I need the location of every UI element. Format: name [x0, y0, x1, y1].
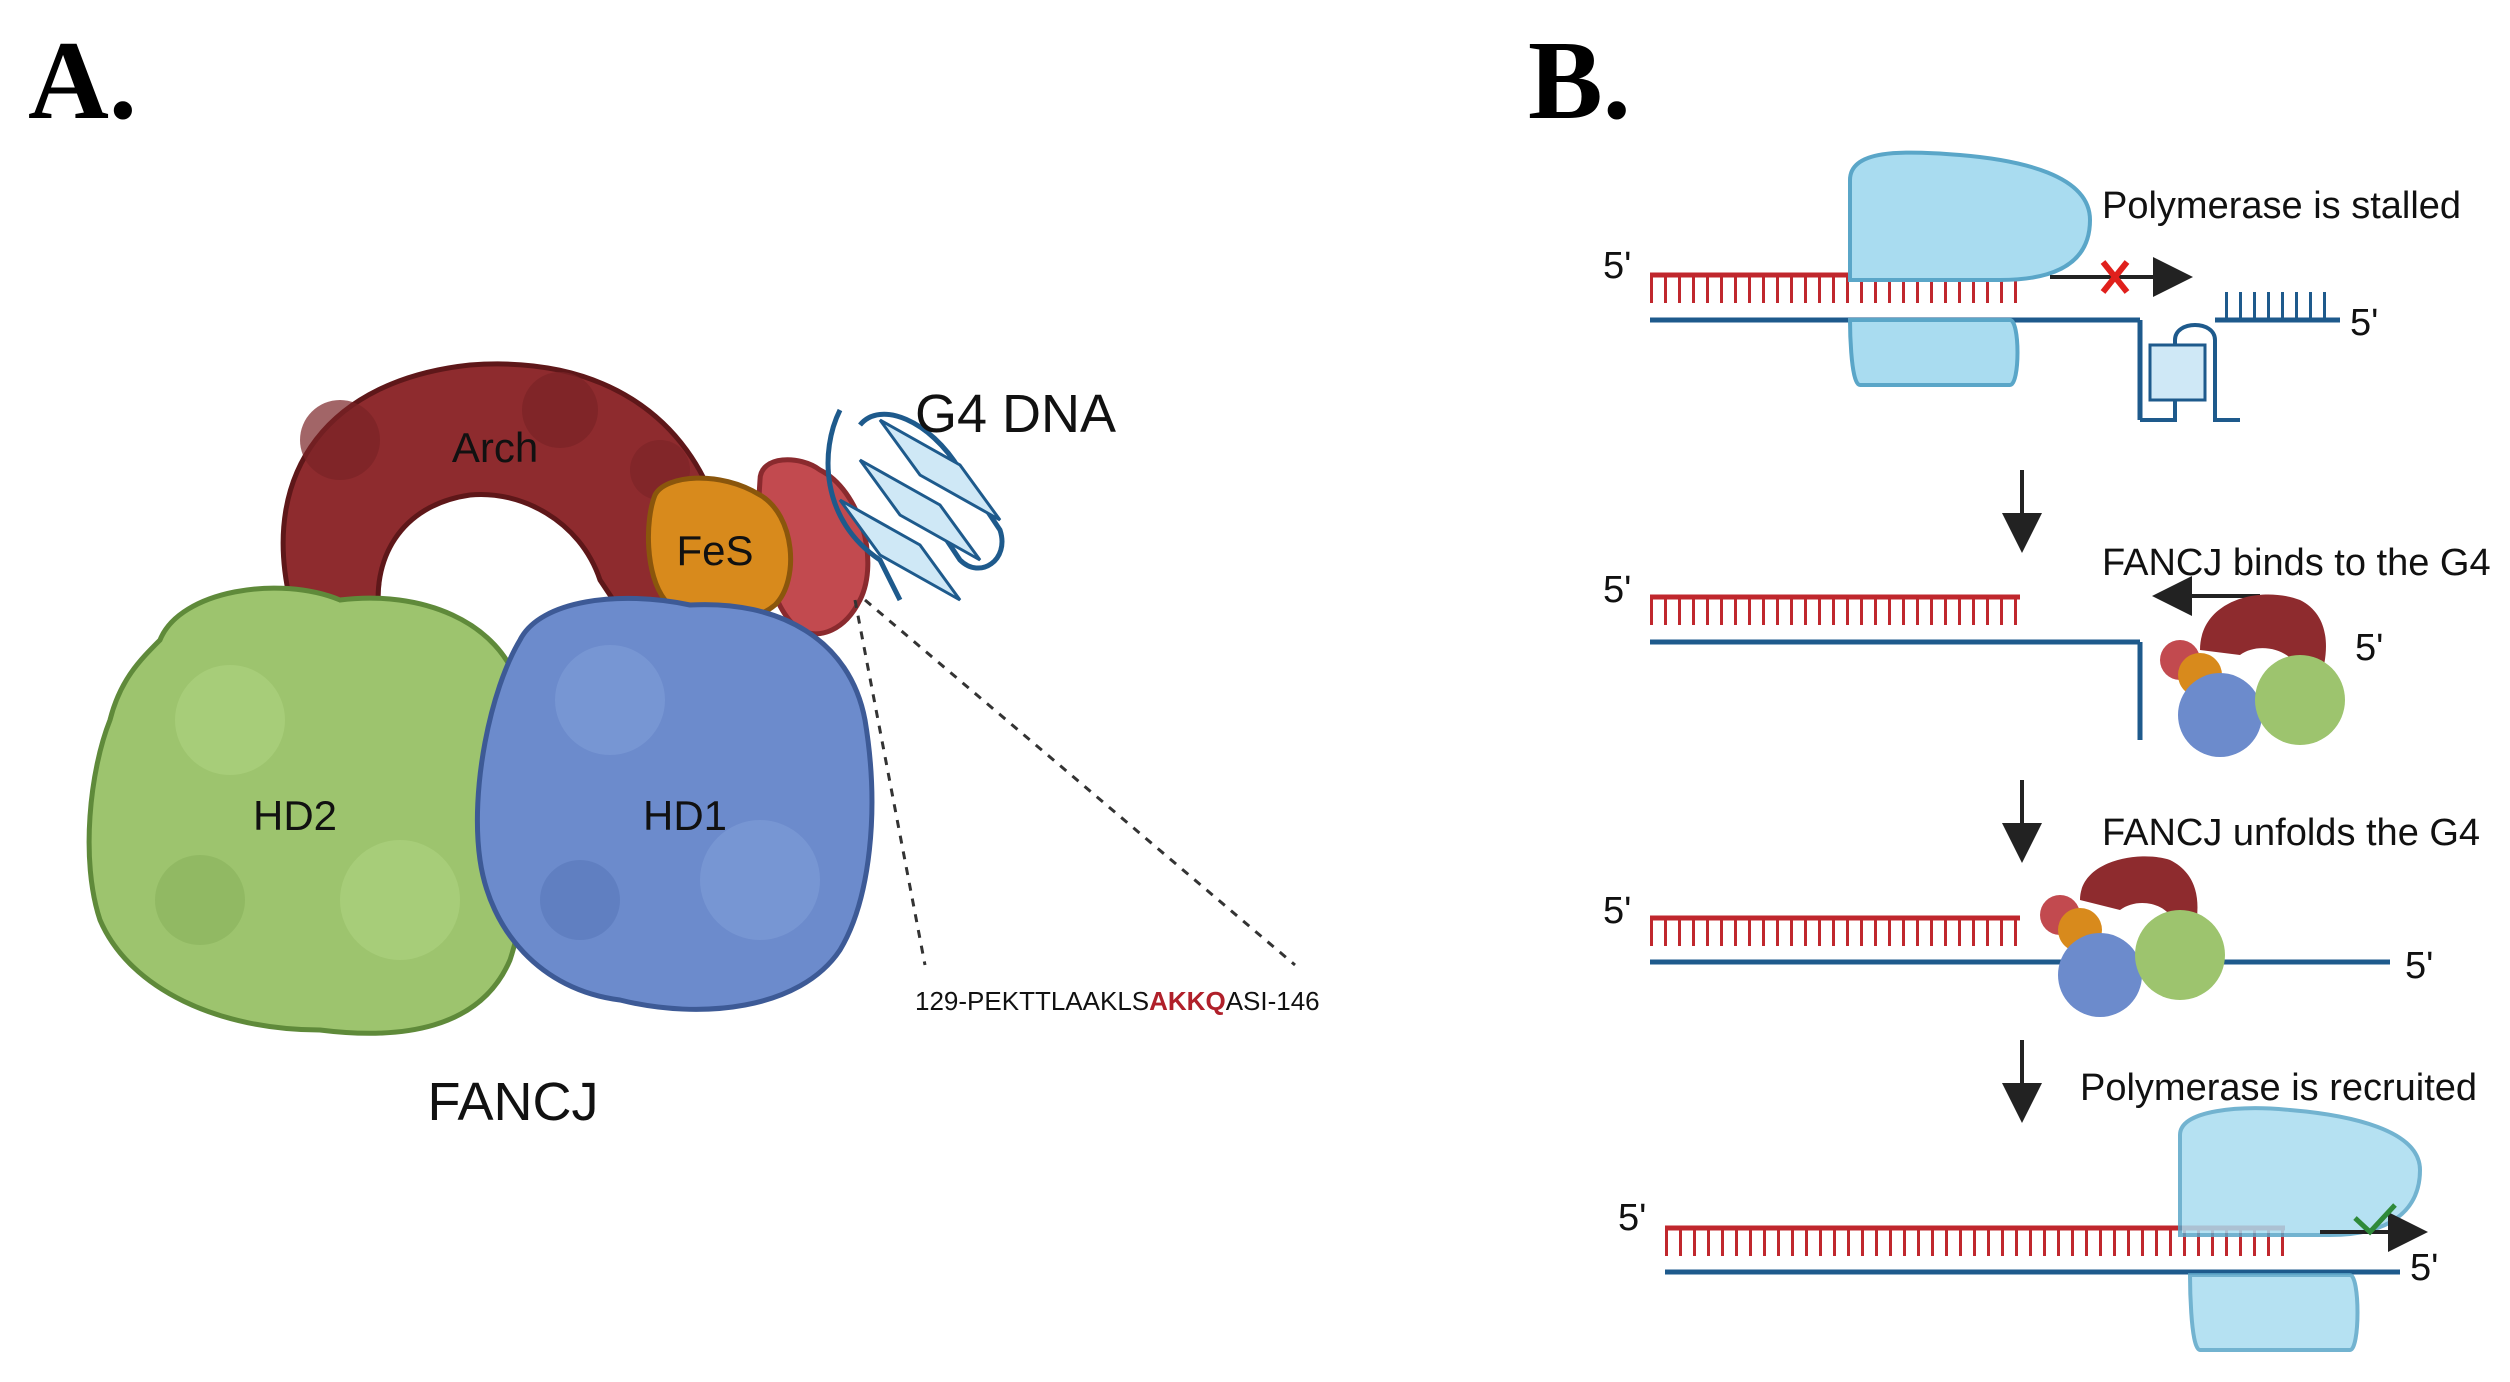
step2-fancj — [2160, 594, 2345, 757]
step-4: 5' 5' Polymerase is recruited — [1618, 1067, 2477, 1352]
g4-dna: G4 DNA — [825, 384, 1116, 602]
sequence-highlight: AKKQ — [1149, 986, 1226, 1016]
panel-b: B. — [1528, 19, 2491, 1352]
sequence-suffix: ASI-146 — [1226, 986, 1320, 1016]
zoom-line-left — [853, 599, 927, 966]
step2-prime-right: 5' — [2355, 627, 2383, 669]
arch-label: Arch — [452, 424, 538, 471]
step2-label: FANCJ binds to the G4 — [2102, 542, 2491, 584]
step3-fancj — [2040, 856, 2225, 1017]
step1-g4 — [2140, 323, 2240, 422]
step-1: 5' 5' Polymerase is stalled — [1603, 150, 2461, 422]
sequence-prefix: 129-PEKTTLAAKLS — [915, 986, 1149, 1016]
step1-label: Polymerase is stalled — [2102, 185, 2461, 227]
step1-prime-right: 5' — [2350, 302, 2378, 344]
step4-prime-left: 5' — [1618, 1197, 1646, 1239]
step3-prime-right: 5' — [2405, 945, 2433, 987]
step4-polymerase — [2178, 1106, 2423, 1352]
panel-b-letter: B. — [1528, 19, 1631, 143]
step3-label: FANCJ unfolds the G4 — [2102, 812, 2480, 854]
hd1-domain: HD1 — [474, 595, 875, 1012]
step3-prime-left: 5' — [1603, 890, 1631, 932]
step2-prime-left: 5' — [1603, 569, 1631, 611]
arch-domain: Arch — [280, 361, 754, 643]
fancj-label: FANCJ — [427, 1072, 598, 1132]
hd2-label: HD2 — [253, 792, 337, 839]
step-3: 5' 5' FANCJ unfolds the G4 — [1603, 812, 2480, 1017]
step1-prime-left: 5' — [1603, 245, 1631, 287]
step3-red-strand — [1650, 915, 2020, 946]
step4-prime-right: 5' — [2410, 1247, 2438, 1289]
step1-polymerase — [1847, 150, 2093, 387]
step4-label: Polymerase is recruited — [2080, 1067, 2477, 1109]
step2-blue-strand — [1650, 639, 2143, 740]
step-2: 5' 5' FANCJ binds to the G4 — [1603, 542, 2491, 757]
green-check-icon — [2353, 1203, 2397, 1236]
hd1-label: HD1 — [643, 792, 727, 839]
sequence-text: 129-PEKTTLAAKLSAKKQASI-146 — [915, 986, 1320, 1016]
fes-domain: FeS — [646, 475, 794, 624]
panel-a: A. Arch FeS HD2 — [28, 19, 1320, 1132]
hd2-domain: HD2 — [86, 585, 534, 1036]
panel-a-letter: A. — [28, 19, 137, 143]
red-x-icon — [2100, 260, 2130, 294]
step2-red-strand — [1650, 594, 2020, 625]
g4-dna-label: G4 DNA — [915, 384, 1116, 444]
zoom-line-right — [864, 598, 1296, 967]
fes-label: FeS — [676, 527, 753, 574]
